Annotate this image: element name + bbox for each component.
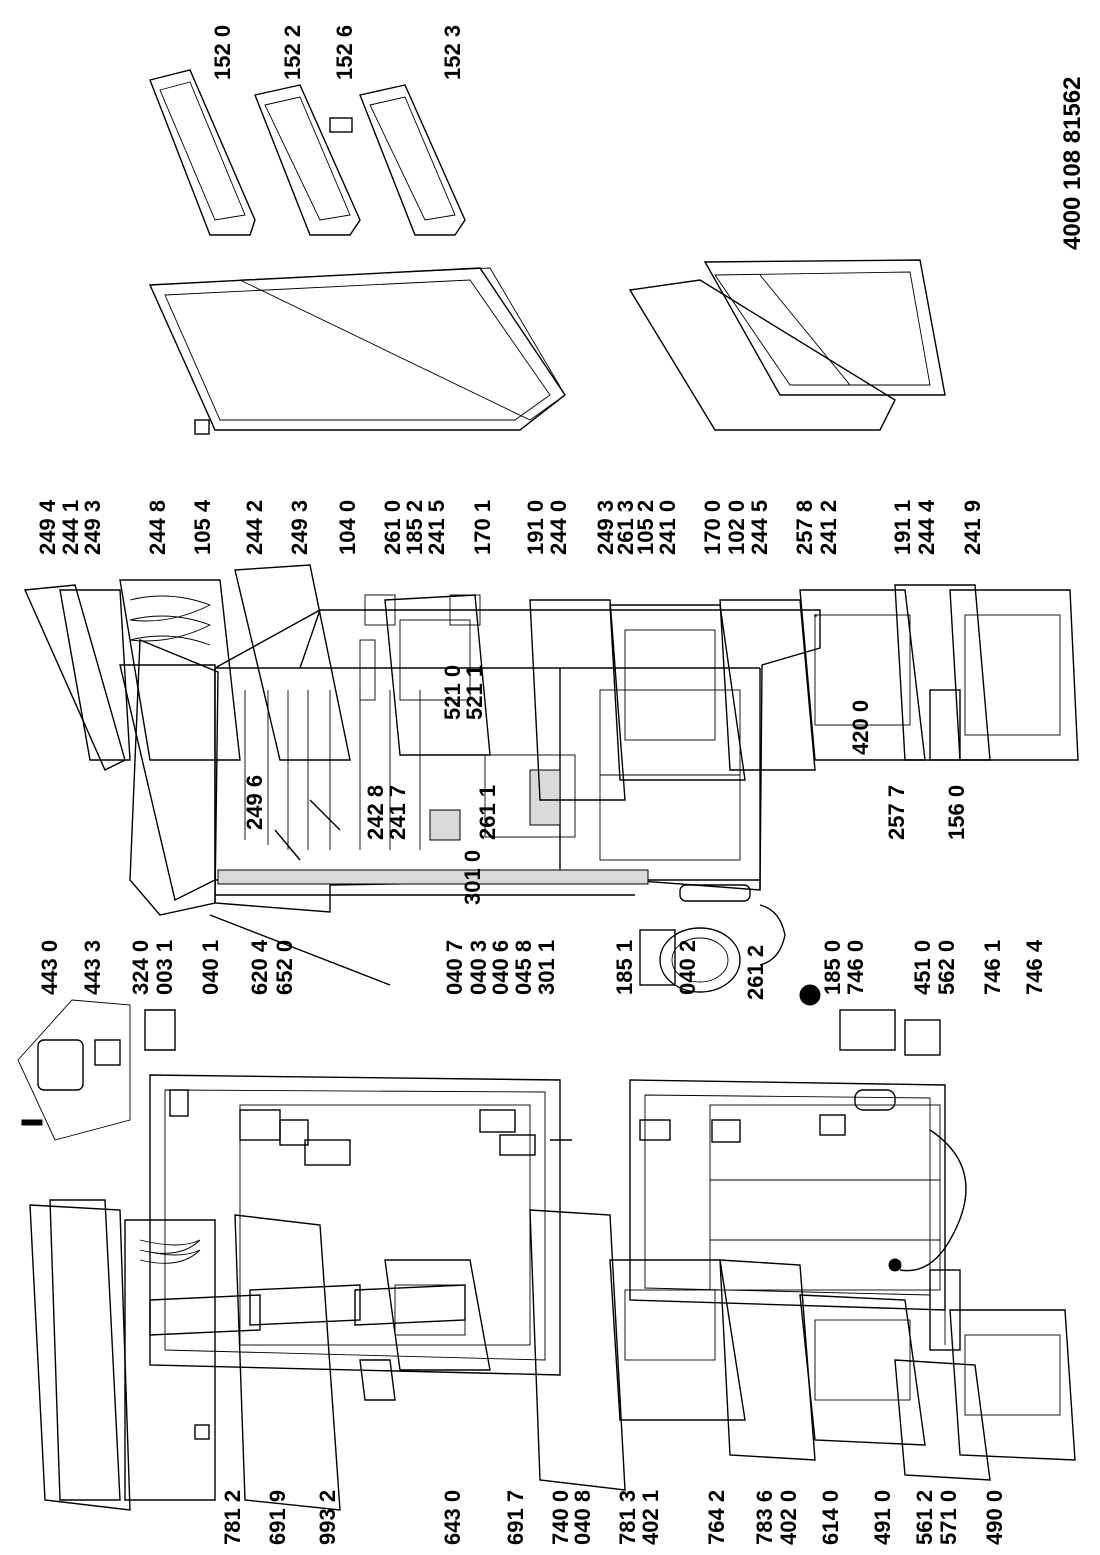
callout-244-5: 244 5	[747, 500, 772, 555]
callout-257-7: 257 7	[884, 785, 909, 840]
callout-152-6: 152 6	[332, 25, 357, 80]
callout-040-1: 040 1	[198, 940, 223, 995]
callout-571-0: 571 0	[936, 1490, 961, 1545]
callout-244-1: 244 1	[58, 500, 83, 555]
callout-781-3: 781 3	[615, 1490, 640, 1545]
callout-249-3b: 249 3	[287, 500, 312, 555]
callout-040-6: 040 6	[488, 940, 513, 995]
callout-191-1: 191 1	[890, 500, 915, 555]
fridge-door-drawing	[148, 267, 566, 435]
callout-783-6: 783 6	[752, 1490, 777, 1545]
callout-040-8: 040 8	[570, 1490, 595, 1545]
callout-301-1: 301 1	[534, 940, 559, 995]
callout-451-0: 451 0	[910, 940, 935, 995]
callout-614-0: 614 0	[818, 1490, 843, 1545]
callout-040-3: 040 3	[466, 940, 491, 995]
callout-491-0: 491 0	[870, 1490, 895, 1545]
callout-249-3a: 249 3	[80, 500, 105, 555]
callout-691-7: 691 7	[503, 1490, 528, 1545]
callout-993-2: 993 2	[315, 1490, 340, 1545]
middle-band-drawing	[23, 564, 1079, 801]
callout-102-0: 102 0	[724, 500, 749, 555]
cabinet-drawing	[129, 609, 967, 1272]
callout-241-9: 241 9	[960, 500, 985, 555]
callout-labels: 781 2 691 9 993 2 643 0 691 7 740 0 040 …	[35, 25, 1047, 1545]
callout-241-2: 241 2	[816, 500, 841, 555]
callout-562-0: 562 0	[934, 940, 959, 995]
callout-691-9: 691 9	[265, 1490, 290, 1545]
callout-764-2: 764 2	[704, 1490, 729, 1545]
callout-045-8: 045 8	[511, 940, 536, 995]
callout-249-3c: 249 3	[593, 500, 618, 555]
callout-257-8: 257 8	[792, 500, 817, 555]
callout-740-0: 740 0	[548, 1490, 573, 1545]
callout-620-4: 620 4	[247, 939, 272, 995]
callout-185-1: 185 1	[612, 940, 637, 995]
callout-241-5: 241 5	[424, 500, 449, 555]
callout-244-4: 244 4	[914, 499, 939, 555]
callout-185-2: 185 2	[402, 500, 427, 555]
callout-170-1: 170 1	[470, 500, 495, 555]
document-number: 4000 108 81562	[1059, 76, 1086, 250]
callout-170-0: 170 0	[700, 500, 725, 555]
callout-152-0: 152 0	[210, 25, 235, 80]
callout-652-0: 652 0	[272, 940, 297, 995]
callout-521-0: 521 0	[440, 665, 465, 720]
callout-261-1: 261 1	[475, 785, 500, 840]
callout-040-2: 040 2	[675, 940, 700, 995]
callout-105-4: 105 4	[190, 499, 215, 555]
callout-324-0: 324 0	[128, 940, 153, 995]
callout-105-2: 105 2	[633, 500, 658, 555]
callout-241-7: 241 7	[385, 785, 410, 840]
callout-003-1: 003 1	[152, 940, 177, 995]
callout-781-2: 781 2	[220, 1490, 245, 1545]
callout-185-0: 185 0	[820, 940, 845, 995]
shelves-drawers-drawing	[29, 1199, 1076, 1511]
callout-241-0: 241 0	[655, 500, 680, 555]
callout-643-0: 643 0	[440, 1490, 465, 1545]
callout-244-2: 244 2	[242, 500, 267, 555]
callout-191-0: 191 0	[523, 500, 548, 555]
callout-261-3: 261 3	[613, 500, 638, 555]
callout-104-0: 104 0	[335, 500, 360, 555]
callout-402-0: 402 0	[776, 1490, 801, 1545]
callout-746-4: 746 4	[1022, 939, 1047, 995]
callout-443-3: 443 3	[80, 940, 105, 995]
callout-490-0: 490 0	[982, 1490, 1007, 1545]
callout-746-1: 746 1	[980, 940, 1005, 995]
callout-040-7: 040 7	[442, 940, 467, 995]
callout-244-0: 244 0	[546, 500, 571, 555]
callout-261-2: 261 2	[743, 945, 768, 1000]
doors-drawing	[149, 1074, 946, 1440]
callout-156-0: 156 0	[944, 785, 969, 840]
callout-420-0: 420 0	[848, 700, 873, 755]
callout-261-0: 261 0	[380, 500, 405, 555]
callout-249-6: 249 6	[242, 775, 267, 830]
callout-249-4: 249 4	[35, 499, 60, 555]
callout-561-2: 561 2	[912, 1490, 937, 1545]
callout-746-0: 746 0	[843, 940, 868, 995]
callout-443-0: 443 0	[37, 940, 62, 995]
callout-152-3: 152 3	[440, 25, 465, 80]
door-racks-drawing	[149, 69, 466, 236]
callout-244-8: 244 8	[145, 500, 170, 555]
callout-242-8: 242 8	[363, 785, 388, 840]
callout-521-1: 521 1	[462, 665, 487, 720]
cabinet-lower-drawing	[119, 614, 817, 902]
control-parts-drawing	[17, 999, 846, 1166]
callout-152-2: 152 2	[280, 25, 305, 80]
callout-402-1: 402 1	[638, 1490, 663, 1545]
callout-301-0: 301 0	[460, 850, 485, 905]
freezer-door-drawing	[628, 259, 946, 431]
